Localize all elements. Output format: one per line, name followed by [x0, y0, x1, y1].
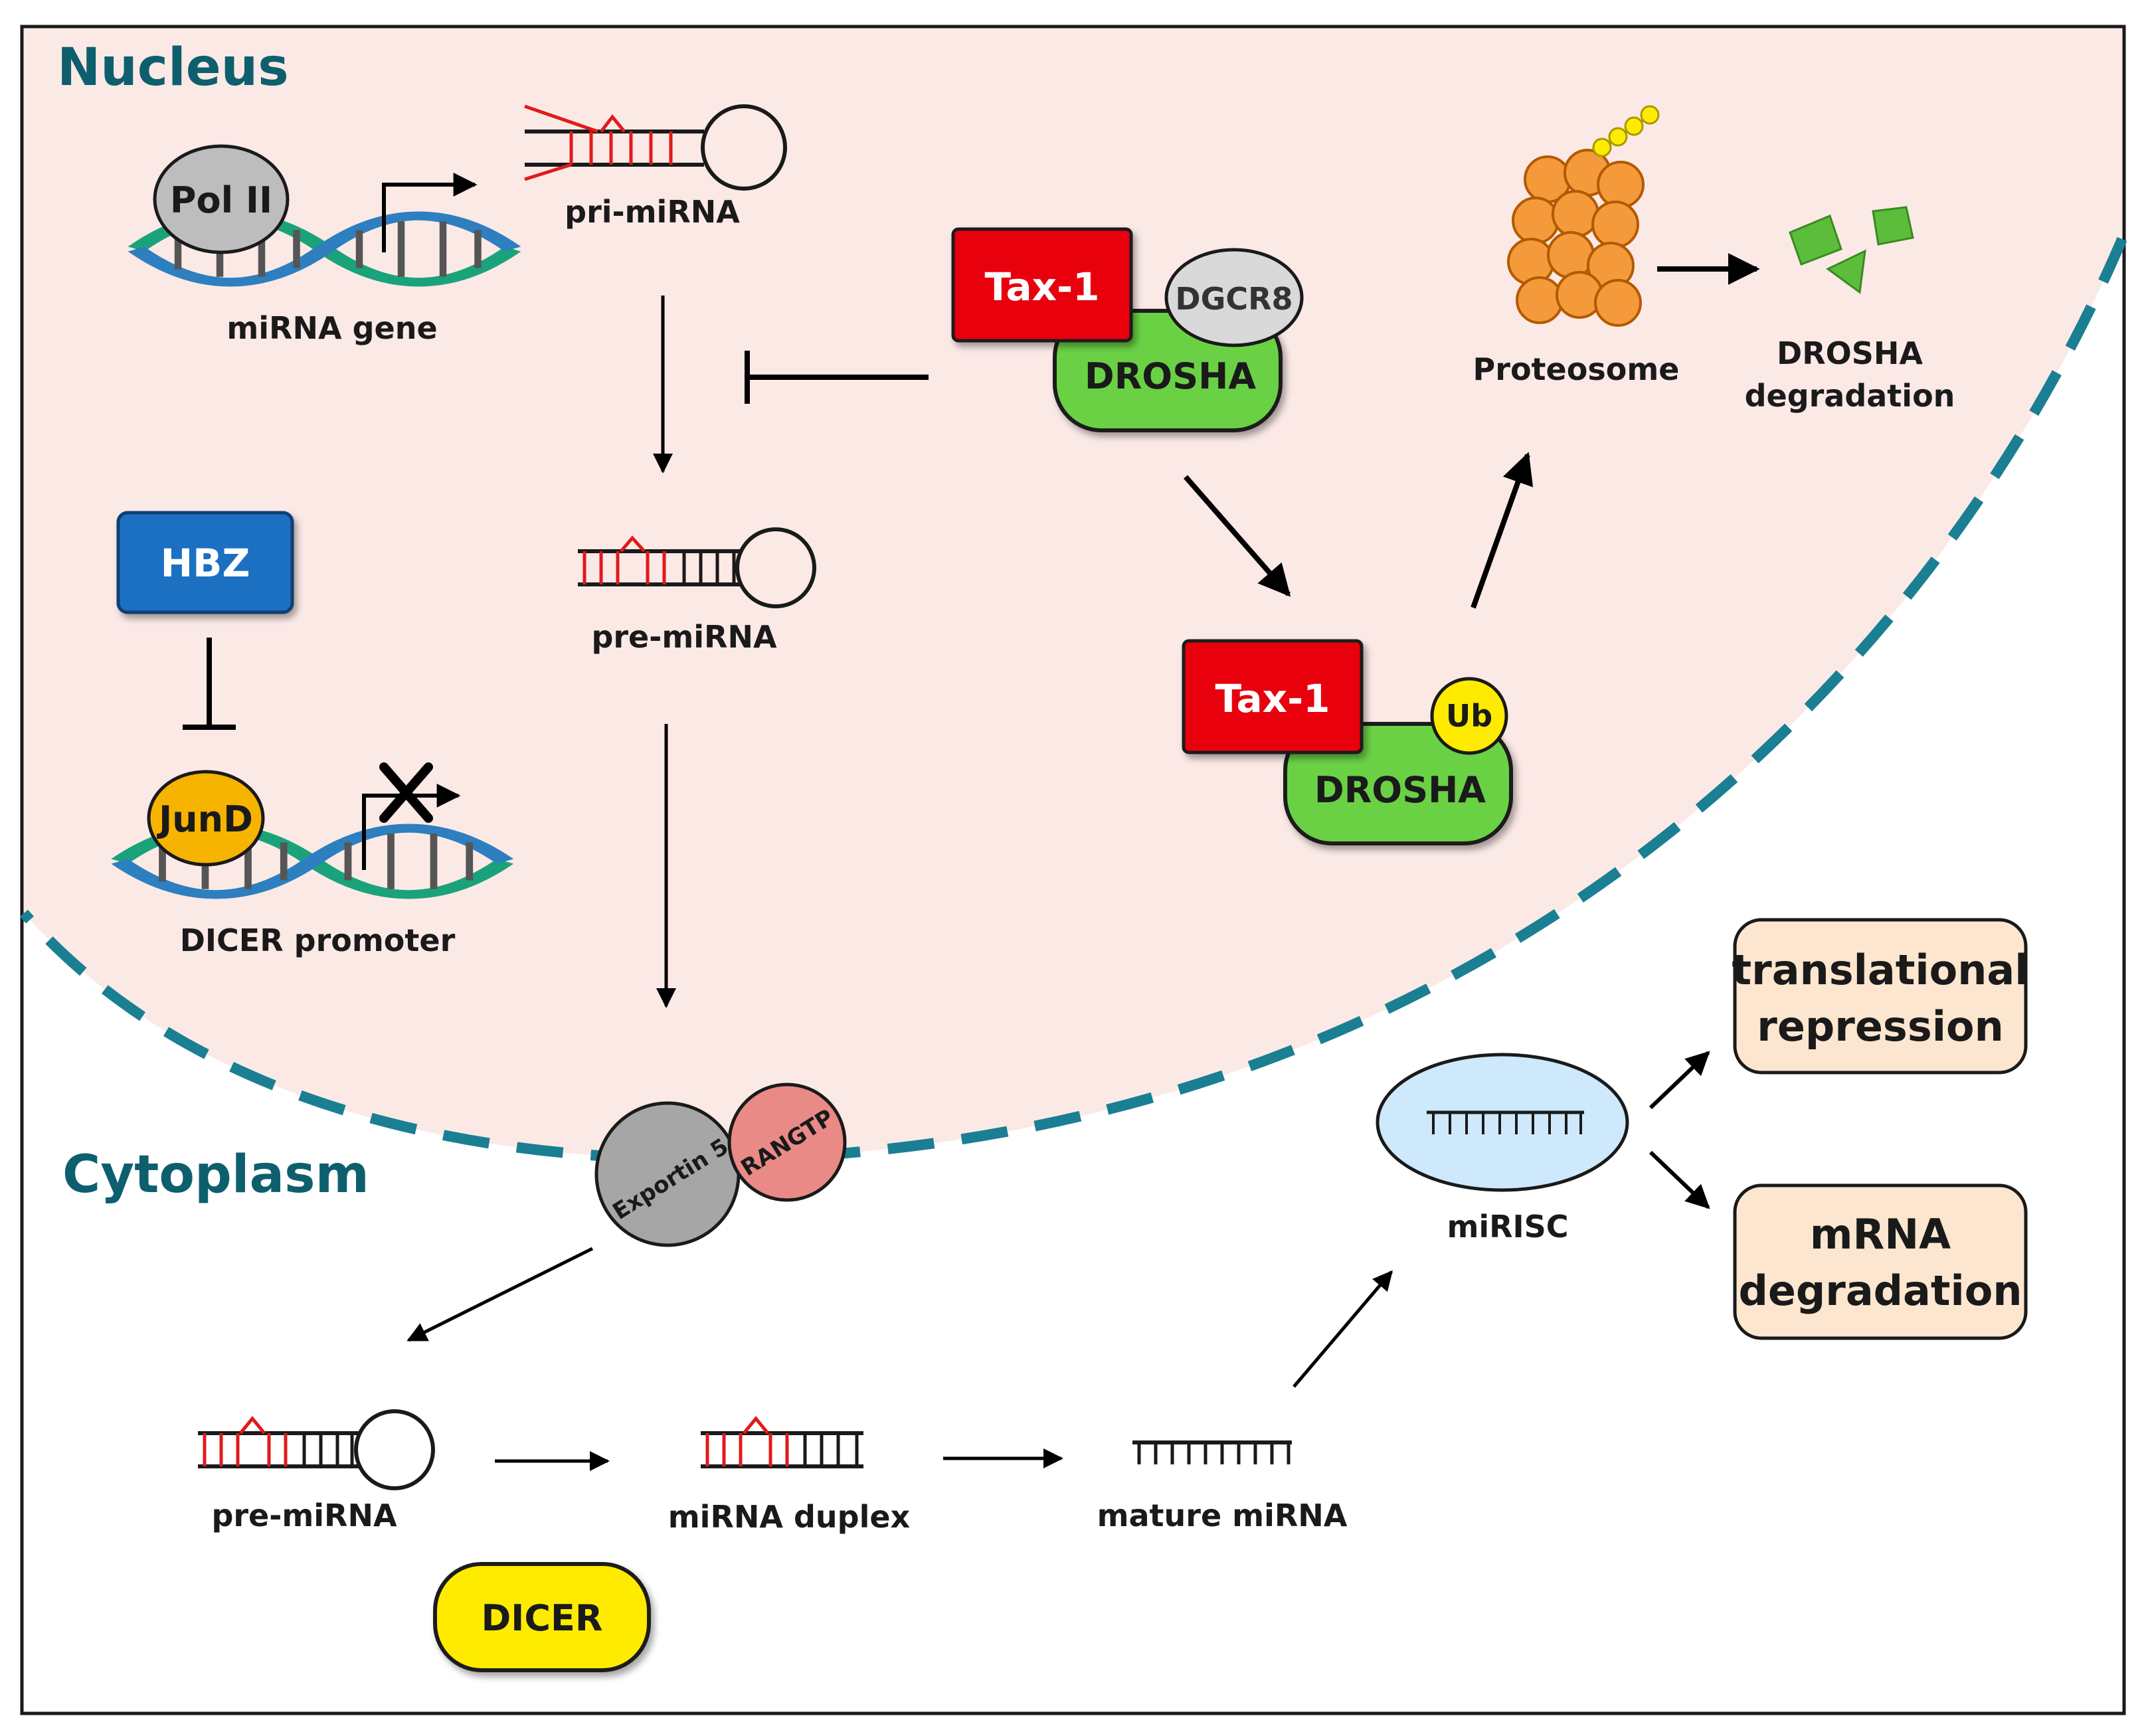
translational-repression-box [1733, 918, 2028, 1075]
tax1-bottom-label: Tax-1 [1215, 676, 1330, 721]
ubiquitin-tag [1430, 677, 1508, 755]
cytoplasm-label: Cytoplasm [62, 1145, 369, 1205]
translational-repression-line2: repression [1757, 1002, 2003, 1051]
proteosome-label: Proteosome [1473, 351, 1680, 387]
pol2-label: Pol II [170, 179, 272, 221]
drosha-top-label: DROSHA [1085, 355, 1256, 397]
nuclear-membrane [19, 236, 2127, 1165]
pre-mirna-hairpin-cytoplasm [198, 1409, 435, 1490]
ub-label: Ub [1446, 698, 1492, 734]
dgcr8-factor [1164, 248, 1304, 347]
dicer-label: DICER [481, 1597, 602, 1639]
mature-mirna-label: mature miRNA [1097, 1498, 1348, 1533]
drosha-bottom-label: DROSHA [1314, 769, 1486, 811]
mirisc-complex [1376, 1053, 1629, 1192]
dicer-box [433, 1562, 651, 1672]
tax1-top-label: Tax-1 [984, 264, 1099, 309]
jund-factor [147, 770, 265, 867]
nucleus-label: Nucleus [57, 38, 289, 98]
arrow-to-mrna-degradation [1649, 1150, 1710, 1209]
pre-mirna-nucleus-label: pre-miRNA [591, 619, 777, 655]
mirna-gene-label: miRNA gene [226, 310, 437, 346]
mrna-degradation-line2: degradation [1738, 1266, 2022, 1315]
transcription-start-arrow [382, 173, 478, 252]
drosha-degradation-label-line1: DROSHA [1777, 335, 1923, 371]
arrow-to-ubiquitination [1183, 475, 1291, 597]
arrow-to-translational-repression [1649, 1051, 1710, 1110]
rangtp-protein [727, 1083, 847, 1202]
proteosome-icon [1507, 149, 1645, 327]
dicer-promoter-label: DICER promoter [180, 922, 456, 958]
drosha-fragments-icon [1789, 206, 1914, 294]
dgcr8-label: DGCR8 [1175, 281, 1293, 317]
hbz-label: HBZ [161, 541, 250, 586]
blocked-transcription-x-icon [379, 762, 433, 823]
mirisc-label: miRISC [1447, 1209, 1568, 1245]
pre-mirna-cytoplasm-label: pre-miRNA [211, 1498, 397, 1533]
ubiquitin-chain-icon [1592, 105, 1660, 157]
mature-mirna-strand [1132, 1440, 1292, 1464]
hbz-box [116, 511, 294, 614]
mrna-degradation-line1: mRNA [1810, 1210, 1951, 1259]
dicer-transcription-arrow [362, 784, 461, 870]
mrna-degradation-box [1733, 1183, 2028, 1340]
jund-label: JunD [156, 798, 253, 840]
translational-repression-line1: translational [1732, 946, 2029, 994]
mirna-duplex-structure [701, 1416, 863, 1468]
tax1-top-box [951, 227, 1133, 343]
drosha-degradation-label-line2: degradation [1745, 378, 1955, 414]
pol2-complex [153, 144, 290, 254]
mirisc-mirna-strand [1427, 1110, 1584, 1134]
pri-mirna-hairpin [524, 104, 787, 191]
arrow-mature-to-mirisc [1293, 1270, 1393, 1388]
arrow-to-proteosome [1471, 452, 1534, 609]
arrow-export-to-cytoplasm [406, 1247, 594, 1342]
mirna-duplex-label: miRNA duplex [668, 1499, 910, 1535]
pri-mirna-label: pri-miRNA [565, 194, 740, 230]
pre-mirna-hairpin-nucleus [578, 527, 816, 608]
tax1-bottom-box [1182, 639, 1364, 754]
